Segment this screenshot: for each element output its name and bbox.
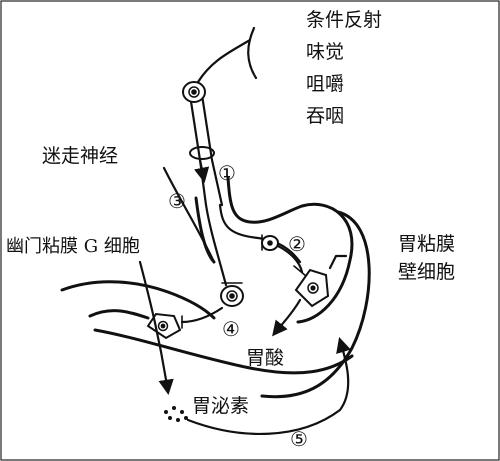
pathway-4-label: ④	[222, 317, 240, 341]
vagus-nerve-marker	[189, 146, 215, 160]
g-cell	[146, 312, 182, 340]
label-gastric-mucosa: 胃粘膜	[398, 233, 455, 255]
label-gastric-acid: 胃酸	[246, 347, 284, 369]
enteric-neuron-cell	[220, 282, 244, 307]
pathway-5-arrow	[186, 337, 351, 436]
vagal-neuron-cell	[182, 81, 206, 103]
pathway-2-line	[276, 244, 304, 274]
label-pyloric-g-cell: 幽门粘膜 G 细胞	[6, 236, 140, 257]
label-gastrin: 胃泌素	[192, 395, 249, 417]
gastrin-particles	[164, 406, 188, 422]
label-parietal-cell: 壁细胞	[398, 261, 455, 283]
label-chewing: 咀嚼	[306, 73, 344, 95]
pathway-4-line	[180, 306, 224, 324]
enteric-neuron-cell-2	[261, 234, 279, 251]
label-vagus-nerve: 迷走神经	[42, 145, 118, 167]
parietal-to-acid-arrow	[272, 298, 302, 337]
parietal-label-leader	[328, 254, 348, 270]
label-swallowing: 吞咽	[306, 105, 344, 127]
parietal-cell	[293, 265, 330, 308]
label-taste: 味觉	[306, 41, 344, 63]
pathway-2-label: ②	[288, 232, 306, 256]
stomach-outline	[60, 176, 371, 399]
pathway-5-label: ⑤	[290, 427, 308, 451]
vagus-arrow	[194, 158, 210, 184]
pathway-3-label: ③	[168, 189, 186, 213]
pathway-1-label: ①	[218, 161, 236, 185]
label-conditioned-reflex: 条件反射	[306, 9, 382, 31]
g-cell-to-gastrin-arrow	[138, 260, 174, 396]
